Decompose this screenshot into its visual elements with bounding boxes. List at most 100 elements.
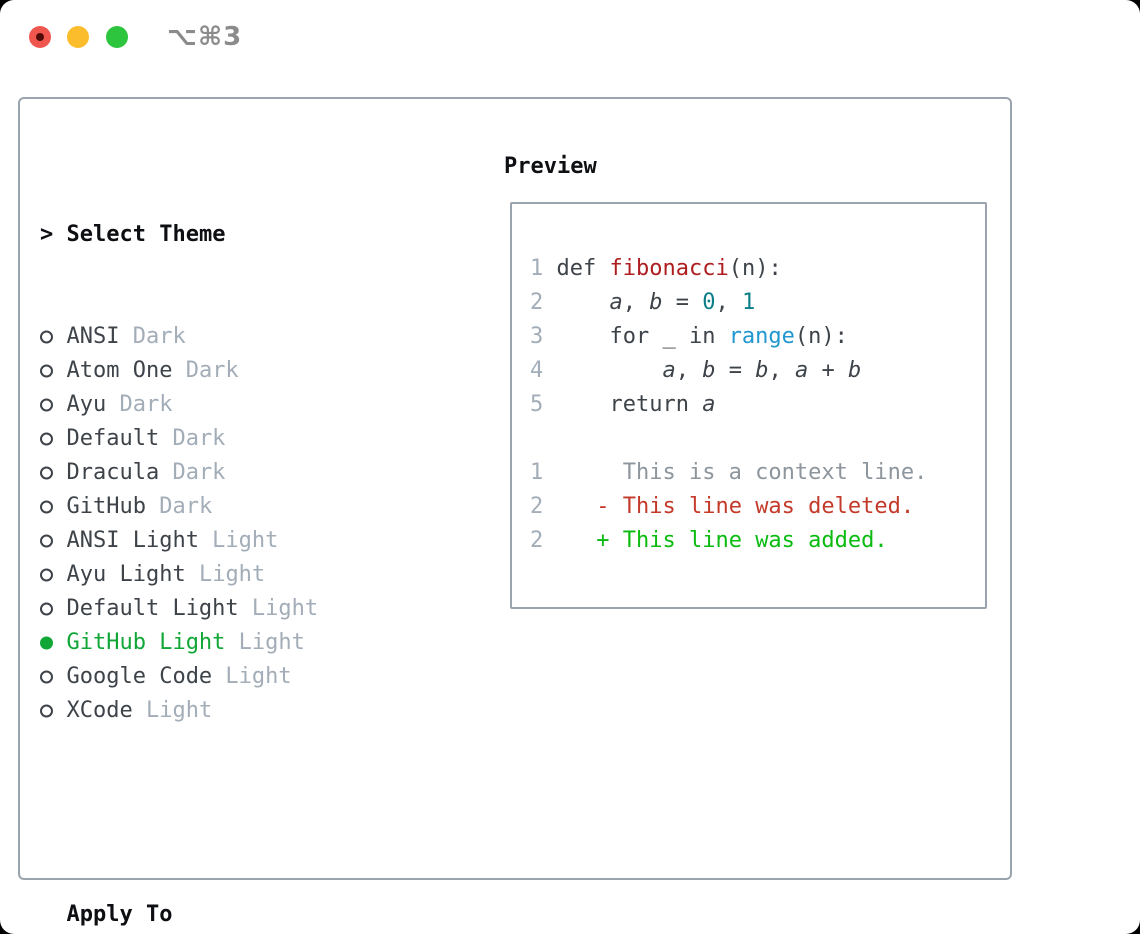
code-token: , <box>768 358 795 383</box>
code-token <box>557 290 610 315</box>
code-token: b <box>847 358 862 383</box>
option-variant-label: Dark <box>172 358 239 383</box>
line-number: 3 <box>530 324 544 349</box>
code-token: fibonacci <box>609 256 729 281</box>
code-token: 0 <box>702 290 716 315</box>
line-number: 4 <box>530 358 544 383</box>
code-token: a <box>794 358 809 383</box>
code-token: , <box>622 290 650 315</box>
option-variant-label: Light <box>132 698 213 723</box>
option-variant-label: Light <box>185 562 266 587</box>
code-token: + This line was added. <box>596 528 888 553</box>
code-token: for _ in <box>556 324 729 349</box>
option-variant-label: Light <box>198 528 279 553</box>
preview-line: 2 + This line was added. <box>530 524 985 558</box>
preview-line: 5 return a <box>530 388 985 422</box>
code-token: b <box>702 358 716 383</box>
code-token: - This line was deleted. <box>596 494 915 519</box>
code-token: a <box>702 392 716 417</box>
preview-line: 2 a, b = 0, 1 <box>530 286 985 320</box>
theme-option[interactable]: ANSI Light Light <box>40 524 411 558</box>
theme-option[interactable]: GitHub Dark <box>40 490 411 524</box>
option-label: ANSI Light <box>66 528 199 553</box>
apply-to-header: Apply To <box>40 898 411 932</box>
minimize-button-icon[interactable] <box>67 26 89 48</box>
option-variant-label: Light <box>225 630 305 655</box>
radio-off-icon <box>40 456 53 490</box>
radio-off-icon <box>40 524 53 558</box>
preview-line: 2 - This line was deleted. <box>530 490 985 524</box>
option-label: XCode <box>66 698 133 723</box>
option-label: Default <box>66 426 160 451</box>
radio-off-icon <box>40 320 53 354</box>
option-variant-label: Light <box>238 596 319 621</box>
option-label: Dracula <box>66 460 160 485</box>
code-token <box>557 528 597 553</box>
radio-off-icon <box>40 388 53 422</box>
code-token: , <box>675 358 703 383</box>
theme-list: ANSI Dark Atom One Dark Ayu Dark Default… <box>40 320 411 728</box>
option-label: Atom One <box>66 358 173 383</box>
theme-option[interactable]: Dracula Dark <box>40 456 411 490</box>
option-label: Default Light <box>66 596 239 621</box>
close-button-icon[interactable] <box>29 26 51 48</box>
line-number: 2 <box>530 528 544 553</box>
line-number: 5 <box>530 392 544 417</box>
zoom-button-icon[interactable] <box>106 26 128 48</box>
theme-option[interactable]: XCode Light <box>40 694 411 728</box>
select-theme-header-label: Select Theme <box>66 222 226 247</box>
radio-off-icon <box>40 354 53 388</box>
theme-option[interactable]: Ayu Dark <box>40 388 411 422</box>
theme-option[interactable]: Atom One Dark <box>40 354 411 388</box>
code-token: = <box>715 358 756 383</box>
preview-header: Preview <box>504 154 597 179</box>
radio-off-icon <box>40 558 53 592</box>
code-token: = <box>662 290 703 315</box>
option-variant-label: Dark <box>119 324 186 349</box>
option-variant-label: Dark <box>159 426 226 451</box>
theme-picker-panel: > Select Theme ANSI Dark Atom One Dark A… <box>18 97 1012 927</box>
radio-off-icon <box>40 660 53 694</box>
option-variant-label: Dark <box>106 392 173 417</box>
option-label: GitHub <box>66 494 146 519</box>
code-token: def <box>556 256 610 281</box>
radio-on-icon <box>40 626 53 660</box>
code-token: a <box>662 358 676 383</box>
code-token <box>557 494 597 519</box>
theme-picker-left-column: > Select Theme ANSI Dark Atom One Dark A… <box>40 150 411 934</box>
theme-option[interactable]: Ayu Light Light <box>40 558 411 592</box>
line-number: 1 <box>530 256 544 281</box>
cursor-arrow-icon: > <box>40 222 54 247</box>
radio-off-icon <box>40 490 53 524</box>
code-token: return <box>556 392 703 417</box>
select-theme-header: > Select Theme <box>40 218 411 252</box>
option-label: Google Code <box>66 664 213 689</box>
code-token: a <box>609 290 623 315</box>
preview-line: 4 a, b = b, a + b <box>530 354 985 388</box>
option-label: ANSI <box>66 324 120 349</box>
theme-option[interactable]: GitHub Light Light <box>40 626 411 660</box>
line-number: 1 <box>530 460 544 485</box>
preview-line <box>530 422 985 456</box>
line-number: 2 <box>530 290 544 315</box>
preview-line: 3 for _ in range(n): <box>530 320 985 354</box>
preview-line: 1 This is a context line. <box>530 456 985 490</box>
code-token: (n): <box>794 324 848 349</box>
preview-line: 1 def fibonacci(n): <box>530 252 985 286</box>
code-token: range <box>728 324 795 349</box>
theme-option[interactable]: Default Light Light <box>40 592 411 626</box>
code-token: b <box>755 358 769 383</box>
code-token: , <box>715 290 742 315</box>
code-token: + <box>808 358 848 383</box>
theme-option[interactable]: Google Code Light <box>40 660 411 694</box>
radio-off-icon <box>40 694 53 728</box>
line-number: 2 <box>530 494 544 519</box>
spacer <box>40 796 411 830</box>
theme-option[interactable]: Default Dark <box>40 422 411 456</box>
option-label: Ayu <box>66 392 107 417</box>
code-token: b <box>649 290 663 315</box>
code-token <box>557 358 663 383</box>
radio-off-icon <box>40 592 53 626</box>
option-variant-label: Dark <box>159 460 226 485</box>
theme-option[interactable]: ANSI Dark <box>40 320 411 354</box>
